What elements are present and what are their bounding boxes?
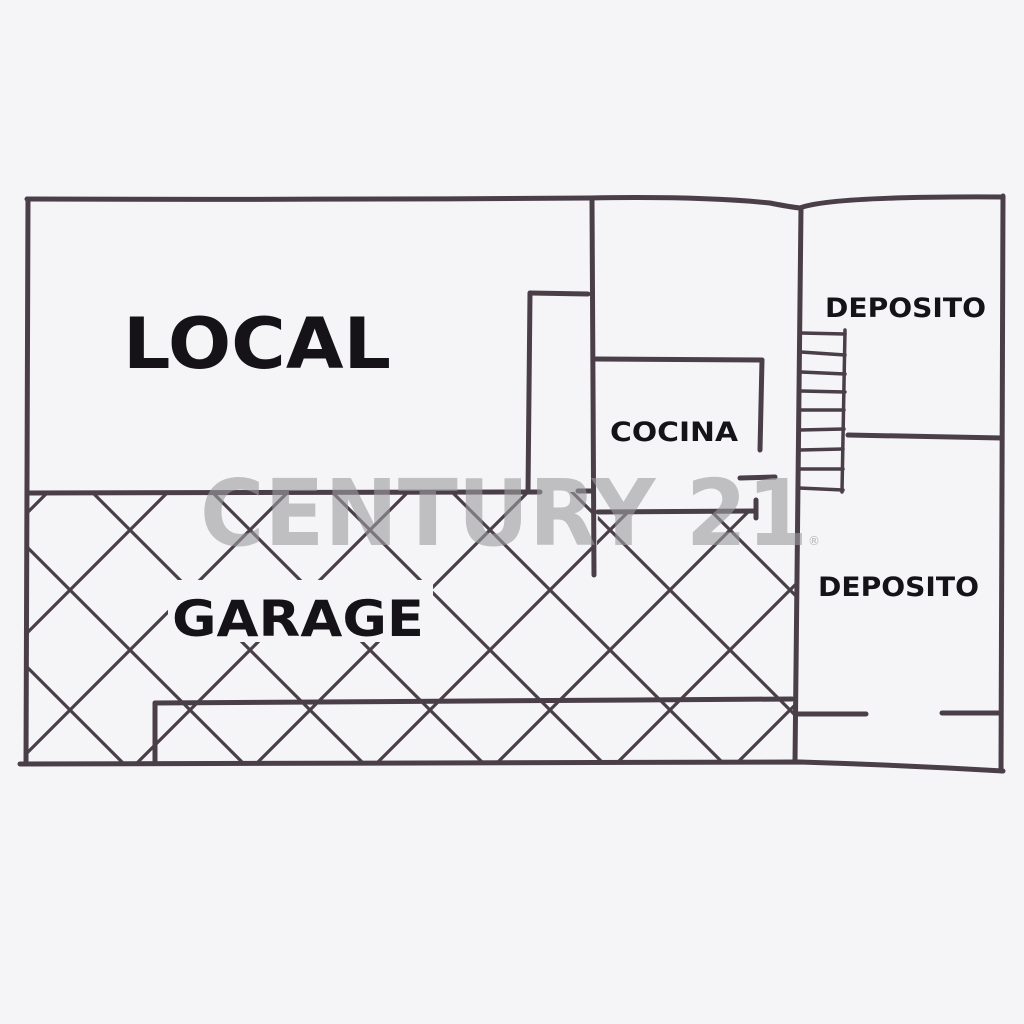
walls — [17, 193, 1006, 774]
watermark-text: CENTURY 21 — [200, 460, 808, 567]
room-label-deposito-lower: DEPOSITO — [818, 572, 979, 603]
century21-watermark: CENTURY 21 ® — [200, 460, 820, 567]
garage-label-background — [168, 580, 433, 642]
room-label-deposito-upper: DEPOSITO — [825, 293, 986, 324]
registered-mark: ® — [808, 534, 820, 548]
staircase — [797, 328, 847, 494]
room-label-local: LOCAL — [123, 303, 391, 385]
garage-hatch-pattern — [28, 492, 795, 762]
room-label-cocina: COCINA — [610, 417, 738, 448]
room-label-garage: GARAGE — [172, 590, 424, 648]
